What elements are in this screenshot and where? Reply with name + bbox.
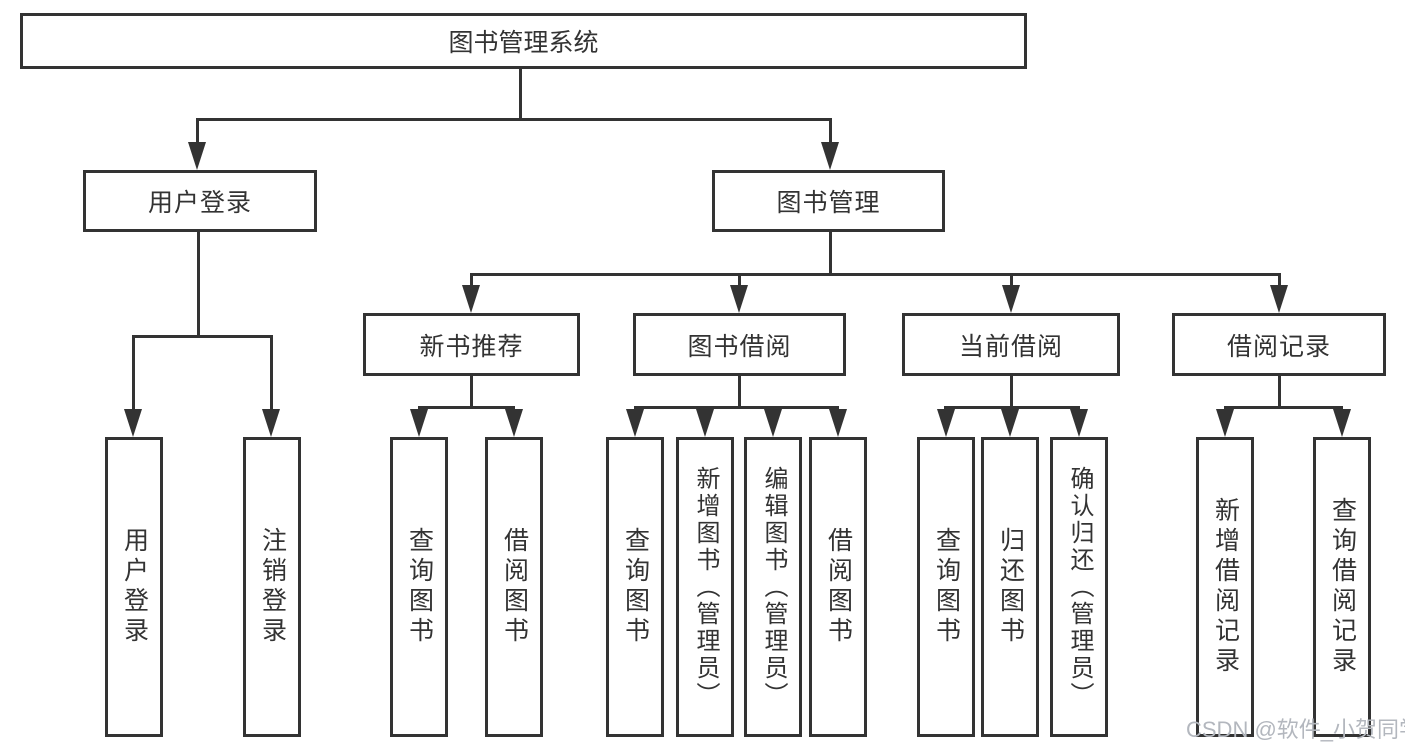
connector-borrow-records-children (1224, 406, 1343, 409)
leaf-br-add-record-label: 新增借阅记录 (1211, 497, 1240, 677)
leaf-nb-query-books-label: 查询图书 (405, 527, 434, 647)
connector-book-borrow-stem (738, 376, 741, 408)
node-new-book-recommend: 新书推荐 (363, 313, 580, 376)
leaf-bb-add-books-admin-label: 新增图书（管理员） (692, 465, 719, 709)
arrow-down-icon (124, 409, 142, 437)
arrow-down-icon (262, 409, 280, 437)
node-new-book-recommend-label: 新书推荐 (419, 332, 524, 361)
node-root: 图书管理系统 (20, 13, 1027, 69)
connector-drop-leaf-login (132, 335, 135, 411)
arrow-down-icon (829, 409, 847, 437)
connector-user-login-stem (197, 232, 200, 336)
arrow-down-icon (1333, 409, 1351, 437)
leaf-cb-query-books-label: 查询图书 (932, 527, 961, 647)
node-current-borrow: 当前借阅 (902, 313, 1120, 376)
connector-level2 (196, 118, 832, 121)
leaf-bb-add-books-admin: 新增图书（管理员） (676, 437, 734, 737)
arrow-down-icon (1216, 409, 1234, 437)
connector-current-borrow-stem (1010, 376, 1013, 408)
connector-drop-book-management (829, 118, 832, 145)
node-user-login-label: 用户登录 (147, 189, 252, 217)
connector-new-book-stem (470, 376, 473, 408)
arrow-down-icon (937, 409, 955, 437)
leaf-br-query-record: 查询借阅记录 (1313, 437, 1371, 737)
arrow-down-icon (1270, 285, 1288, 313)
connector-user-login-children (132, 335, 273, 338)
arrow-down-icon (764, 409, 782, 437)
arrow-down-icon (410, 409, 428, 437)
connector-drop-leaf-logout (270, 335, 273, 411)
leaf-nb-borrow-books-label: 借阅图书 (500, 527, 529, 647)
connector-drop-new-book (470, 273, 473, 287)
arrow-down-icon (1070, 409, 1088, 437)
arrow-down-icon (696, 409, 714, 437)
watermark: CSDN @软件_小贺同学 (1186, 717, 1405, 742)
leaf-br-query-record-label: 查询借阅记录 (1328, 497, 1357, 677)
arrow-down-icon (821, 142, 839, 170)
node-borrow-records-label: 借阅记录 (1226, 332, 1331, 361)
arrow-down-icon (505, 409, 523, 437)
node-borrow-records: 借阅记录 (1172, 313, 1386, 376)
leaf-bb-edit-books-admin: 编辑图书（管理员） (744, 437, 802, 737)
connector-level3 (470, 273, 1281, 276)
arrow-down-icon (730, 285, 748, 313)
leaf-nb-borrow-books: 借阅图书 (485, 437, 543, 737)
connector-borrow-records-stem (1278, 376, 1281, 408)
leaf-logout-label: 注销登录 (258, 527, 287, 647)
arrow-down-icon (1002, 285, 1020, 313)
leaf-user-login: 用户登录 (105, 437, 163, 737)
leaf-nb-query-books: 查询图书 (390, 437, 448, 737)
leaf-bb-borrow-books-label: 借阅图书 (824, 527, 853, 647)
connector-drop-current-borrow (1010, 273, 1013, 287)
node-book-borrow-label: 图书借阅 (687, 332, 792, 361)
leaf-logout: 注销登录 (243, 437, 301, 737)
leaf-br-add-record: 新增借阅记录 (1196, 437, 1254, 737)
leaf-cb-query-books: 查询图书 (917, 437, 975, 737)
node-root-label: 图书管理系统 (448, 29, 599, 57)
leaf-user-login-label: 用户登录 (120, 527, 149, 647)
connector-book-borrow-children (634, 406, 839, 409)
node-current-borrow-label: 当前借阅 (958, 332, 1063, 361)
connector-book-management-stem (829, 232, 832, 276)
connector-drop-borrow-records (1278, 273, 1281, 287)
arrow-down-icon (188, 142, 206, 170)
leaf-bb-edit-books-admin-label: 编辑图书（管理员） (760, 465, 787, 709)
connector-root-stem (519, 69, 522, 119)
node-book-management: 图书管理 (712, 170, 945, 232)
arrow-down-icon (626, 409, 644, 437)
leaf-bb-borrow-books: 借阅图书 (809, 437, 867, 737)
leaf-bb-query-books-label: 查询图书 (621, 527, 650, 647)
connector-current-borrow-children (944, 406, 1080, 409)
connector-new-book-children (418, 406, 515, 409)
leaf-cb-confirm-return-admin: 确认归还（管理员） (1050, 437, 1108, 737)
connector-drop-book-borrow (738, 273, 741, 287)
arrow-down-icon (1001, 409, 1019, 437)
leaf-cb-return-books: 归还图书 (981, 437, 1039, 737)
node-book-management-label: 图书管理 (776, 189, 881, 217)
arrow-down-icon (462, 285, 480, 313)
connector-drop-user-login (196, 118, 199, 145)
node-user-login: 用户登录 (83, 170, 317, 232)
leaf-cb-return-books-label: 归还图书 (996, 527, 1025, 647)
leaf-bb-query-books: 查询图书 (606, 437, 664, 737)
node-book-borrow: 图书借阅 (633, 313, 846, 376)
leaf-cb-confirm-return-admin-label: 确认归还（管理员） (1066, 465, 1093, 709)
